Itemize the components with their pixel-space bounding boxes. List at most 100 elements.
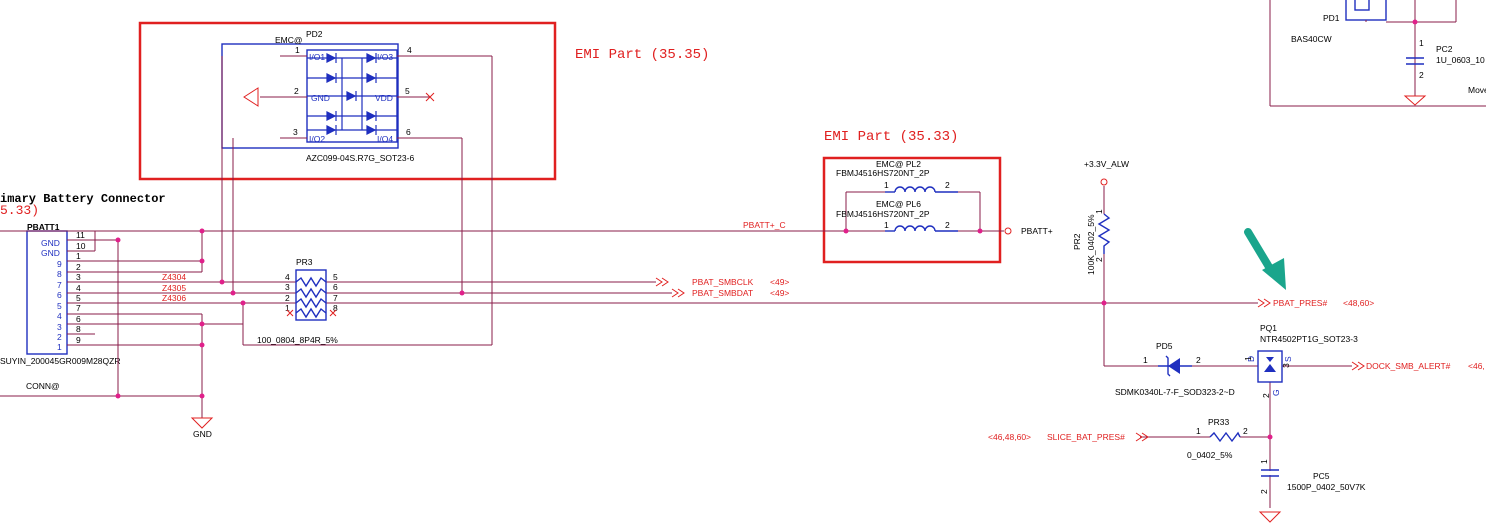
net-smbclk-ref: <49> bbox=[770, 277, 789, 287]
pr33-pin1: 1 bbox=[1196, 426, 1201, 436]
junction-dots bbox=[115, 228, 1273, 440]
pd2-gnd-symbol bbox=[243, 87, 259, 107]
pc2-pin2: 2 bbox=[1419, 70, 1424, 80]
pr3-pin: 4 bbox=[285, 272, 290, 282]
pr3-resistor-pack[interactable] bbox=[295, 269, 327, 321]
pd2-pin4: 4 bbox=[407, 45, 412, 55]
net-dock-smb-alert: DOCK_SMB_ALERT# bbox=[1366, 361, 1451, 371]
pbatt1-left-label: GND bbox=[41, 248, 60, 258]
pq1-mosfet[interactable] bbox=[1257, 350, 1283, 383]
pbatt1-left-label: 3 bbox=[57, 322, 62, 332]
pbatt1-left-label: 5 bbox=[57, 301, 62, 311]
pl2-pin2: 2 bbox=[945, 180, 950, 190]
net-pbatt-c: PBATT+_C bbox=[743, 220, 786, 230]
pq1-g-label: G bbox=[1271, 389, 1281, 396]
pq1-pin2: 2 bbox=[1261, 393, 1271, 398]
pbatt1-pin-stubs bbox=[67, 239, 118, 346]
pc5-capacitor[interactable] bbox=[1261, 469, 1279, 477]
pbatt-port bbox=[1004, 227, 1012, 235]
pbatt1-pin: 9 bbox=[76, 335, 81, 345]
annotation-arrow bbox=[1244, 228, 1286, 290]
pd2-vdd-label: VDD bbox=[375, 93, 393, 103]
pl2-option-ref: EMC@ PL2 bbox=[876, 159, 921, 169]
pc2-pin1: 1 bbox=[1419, 38, 1424, 48]
pr3-pin: 3 bbox=[285, 282, 290, 292]
pc5-refdes: PC5 bbox=[1313, 471, 1330, 481]
pc5-pin2: 2 bbox=[1259, 489, 1269, 494]
pc5-gnd-symbol bbox=[1258, 511, 1282, 523]
pd2-pin6: 6 bbox=[406, 127, 411, 137]
net-z4305: Z4305 bbox=[162, 283, 186, 293]
pr3-pin: 7 bbox=[333, 293, 338, 303]
pbatt1-connector[interactable]: GND GND 9 8 7 6 5 4 3 2 1 11 10 1 2 3 4 … bbox=[26, 230, 86, 355]
net-slice-bat-pres: SLICE_BAT_PRES# bbox=[1047, 432, 1125, 442]
main-wiring bbox=[0, 56, 1352, 508]
pbatt1-left-label: 7 bbox=[57, 280, 62, 290]
pr3-nc-marks bbox=[286, 309, 337, 317]
pbatt1-left-label: 1 bbox=[57, 342, 62, 352]
pq1-refdes: PQ1 bbox=[1260, 323, 1277, 333]
net-dock-ref: <46, bbox=[1468, 361, 1485, 371]
pd2-io2-label: I/O2 bbox=[309, 134, 325, 144]
pd2-part: AZC099-04S.R7G_SOT23-6 bbox=[306, 153, 414, 163]
connector-section-title: imary Battery Connector bbox=[0, 192, 166, 206]
pbatt1-pin: 8 bbox=[76, 324, 81, 334]
pbatt1-pin: 5 bbox=[76, 293, 81, 303]
pbatt1-left-label: GND bbox=[41, 238, 60, 248]
net-pbatt: PBATT+ bbox=[1021, 226, 1053, 236]
pr3-pin: 5 bbox=[333, 272, 338, 282]
pr2-resistor[interactable] bbox=[1097, 213, 1111, 254]
emi-label-pl: EMI Part (35.33) bbox=[824, 129, 958, 145]
pl6-ferrite[interactable] bbox=[885, 225, 958, 232]
pbatt1-part: SUYIN_200045GR009M28QZR bbox=[0, 356, 120, 366]
pd2-pin1: 1 bbox=[295, 45, 300, 55]
pbatt1-pin: 2 bbox=[76, 262, 81, 272]
emi-box-pl bbox=[822, 156, 1002, 264]
pd2-pin3: 3 bbox=[293, 127, 298, 137]
pbatt1-left-label: 2 bbox=[57, 332, 62, 342]
pq1-pin1: 1 bbox=[1243, 356, 1253, 361]
net-z4306: Z4306 bbox=[162, 293, 186, 303]
emi-box-pd2 bbox=[138, 21, 557, 181]
pr33-resistor[interactable] bbox=[1209, 431, 1241, 443]
pc5-part: 1500P_0402_50V7K bbox=[1287, 482, 1366, 492]
pd2-io1-label: I/O1 bbox=[309, 52, 325, 62]
pq1-part: NTR4502PT1G_SOT23-3 bbox=[1260, 334, 1358, 344]
pr3-refdes: PR3 bbox=[296, 257, 313, 267]
offpage-connectors bbox=[655, 277, 1365, 442]
pbatt1-left-labels: GND GND 9 8 7 6 5 4 3 2 1 bbox=[41, 238, 62, 352]
pbatt1-left-label: 4 bbox=[57, 311, 62, 321]
pbatt1-left-label: 6 bbox=[57, 290, 62, 300]
pc2-part: 1U_0603_10 bbox=[1436, 55, 1485, 65]
pr2-part: 100K_0402_5% bbox=[1086, 214, 1096, 275]
net-alw: +3.3V_ALW bbox=[1084, 159, 1129, 169]
net-smbdat-ref: <49> bbox=[770, 288, 789, 298]
pl6-part: FBMJ4516HS720NT_2P bbox=[836, 209, 930, 219]
net-pbat-pres: PBAT_PRES# bbox=[1273, 298, 1327, 308]
pd5-refdes: PD5 bbox=[1156, 341, 1173, 351]
pr33-part: 0_0402_5% bbox=[1187, 450, 1233, 460]
top-right-block bbox=[1269, 0, 1486, 107]
pq1-pin3: 3 bbox=[1281, 363, 1291, 368]
gnd-symbol bbox=[190, 417, 214, 429]
net-smbdat: PBAT_SMBDAT bbox=[692, 288, 753, 298]
pr33-pin2: 2 bbox=[1243, 426, 1248, 436]
pr3-pin: 2 bbox=[285, 293, 290, 303]
connector-section-ref: 5.33) bbox=[0, 203, 39, 218]
pr33-refdes: PR33 bbox=[1208, 417, 1230, 427]
pbatt1-left-label: 9 bbox=[57, 259, 62, 269]
pr3-pin: 1 bbox=[285, 303, 290, 313]
pd5-pin1: 1 bbox=[1143, 355, 1148, 365]
pd2-gnd-label: GND bbox=[311, 93, 330, 103]
pl2-ferrite[interactable] bbox=[885, 186, 958, 193]
pd5-diode[interactable] bbox=[1158, 355, 1192, 377]
pd2-tvs-array[interactable]: I/O1 I/O3 GND VDD I/O2 I/O4 bbox=[221, 43, 399, 149]
pq1-s-label: S bbox=[1283, 356, 1293, 362]
pbatt1-left-label: 8 bbox=[57, 269, 62, 279]
net-smbclk: PBAT_SMBCLK bbox=[692, 277, 754, 287]
pbatt1-pin: 7 bbox=[76, 303, 81, 313]
pd2-refdes: PD2 bbox=[306, 29, 323, 39]
net-slice-ref: <46,48,60> bbox=[988, 432, 1031, 442]
net-z4304: Z4304 bbox=[162, 272, 186, 282]
